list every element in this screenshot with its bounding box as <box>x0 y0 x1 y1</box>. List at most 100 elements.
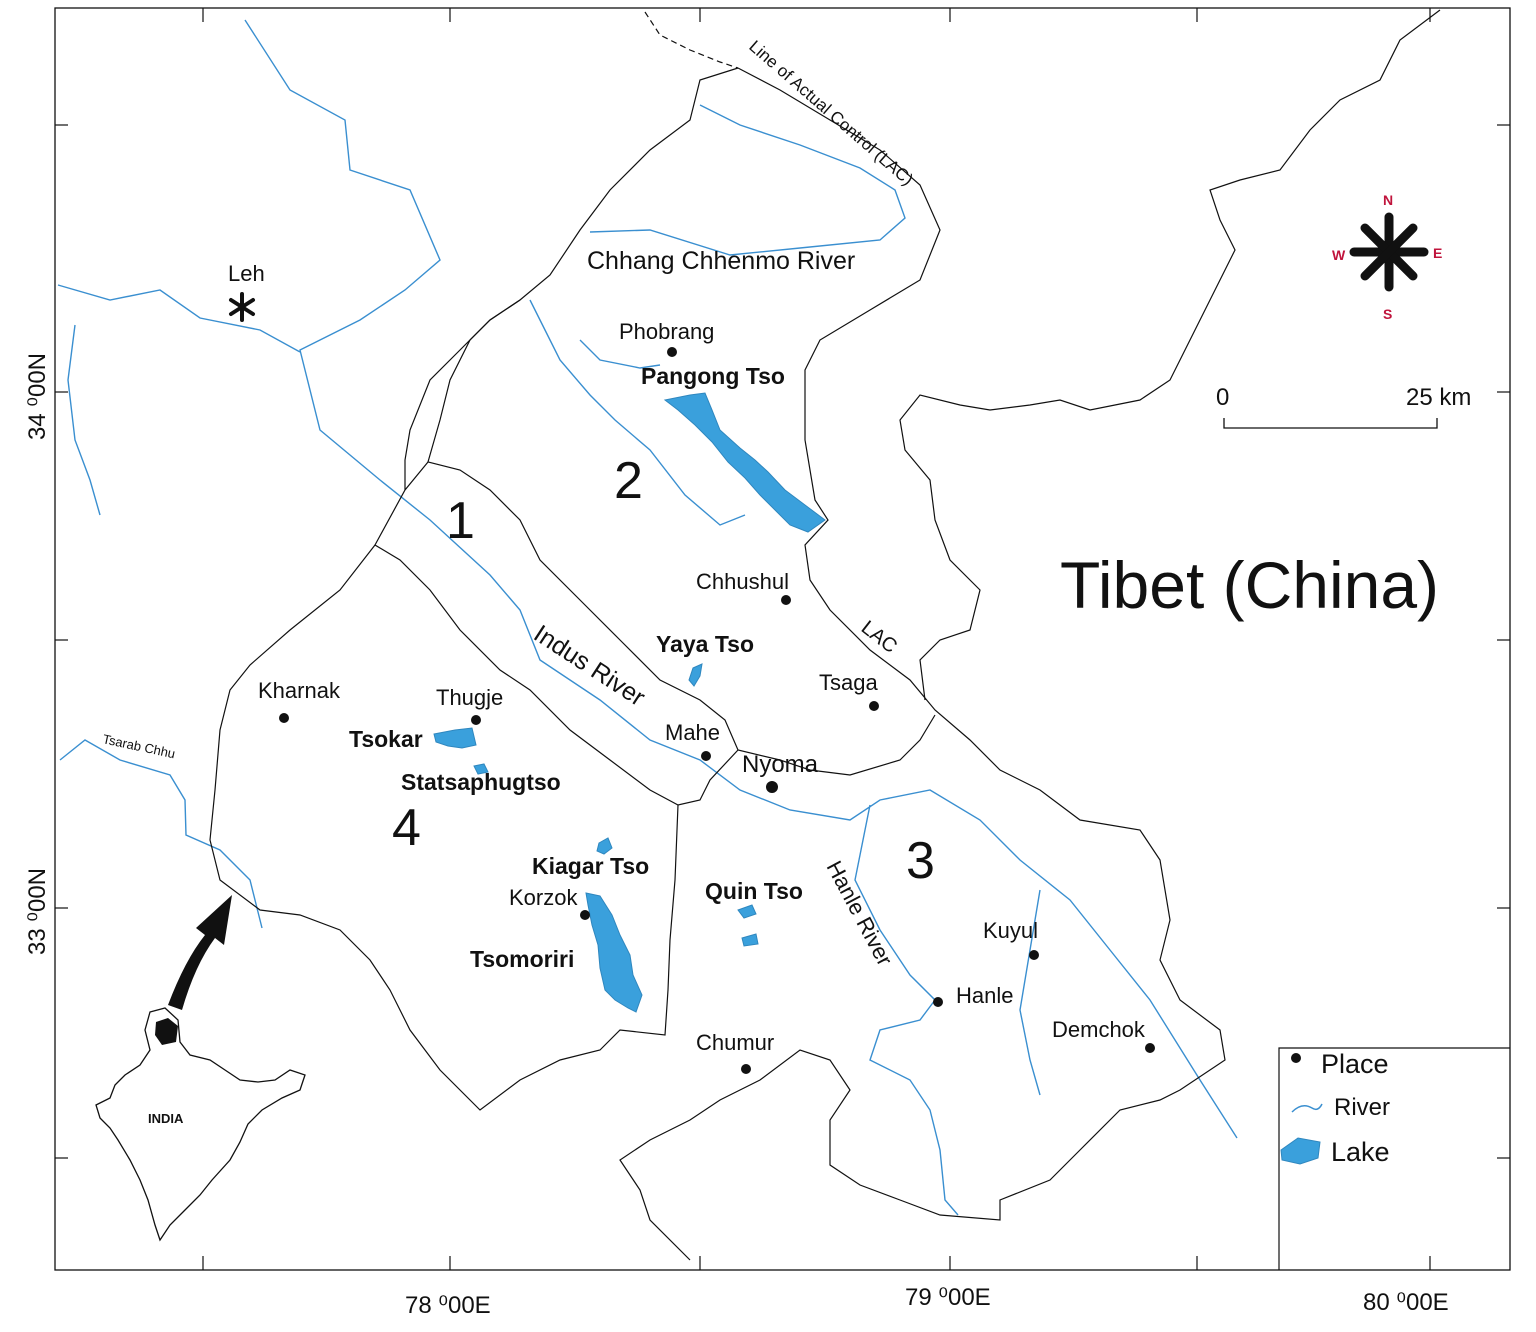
tsokar-shape <box>433 727 477 749</box>
label-kiagar-tso: Kiagar Tso <box>532 853 649 879</box>
label-tsaga: Tsaga <box>819 670 878 695</box>
legend-river-icon <box>1291 1103 1323 1113</box>
leh-tributary-line <box>57 284 301 353</box>
chhushul-marker <box>781 595 791 605</box>
demchok-marker <box>1145 1043 1155 1053</box>
demchok-stream-line <box>1019 889 1041 1096</box>
lon-label-80: 80 ⁰00E <box>1363 1289 1449 1316</box>
label-chhang-chhenmo-river: Chhang Chhenmo River <box>587 247 855 275</box>
label-statsaphugtso: Statsaphugtso <box>401 769 561 795</box>
pangong-north-feeder-line <box>579 339 661 369</box>
lac-line <box>619 67 1226 1261</box>
label-lac-short: LAC <box>857 617 901 658</box>
quin-tso-shape-a <box>737 904 757 919</box>
legend-lake-label: Lake <box>1331 1137 1390 1167</box>
legend: Place River Lake <box>1278 1047 1510 1270</box>
north-arrow-compass-icon: N S E W <box>1332 192 1442 322</box>
boundaries <box>209 9 1441 1261</box>
scale-max: 25 km <box>1406 384 1471 411</box>
lakes <box>433 392 826 1013</box>
region-4-label: 4 <box>392 799 421 857</box>
mahe-marker <box>701 751 711 761</box>
label-pangong-tso: Pangong Tso <box>641 363 785 389</box>
kuyul-marker <box>1029 950 1039 960</box>
label-mahe: Mahe <box>665 720 720 745</box>
label-hanle-river: Hanle River <box>822 857 898 970</box>
scale-zero: 0 <box>1216 384 1229 411</box>
label-kharnak: Kharnak <box>258 678 341 703</box>
pangong-tso-shape <box>663 392 826 533</box>
northeast-boundary <box>899 9 1441 701</box>
label-tsomoriri: Tsomoriri <box>470 946 574 972</box>
inset-pointer-arrow-icon <box>168 895 232 1010</box>
label-korzok: Korzok <box>509 885 578 910</box>
label-kuyul: Kuyul <box>983 918 1038 943</box>
label-tsarab-chhu: Tsarab Chhu <box>101 731 176 761</box>
chhang-chhenmo-river-line <box>589 104 906 256</box>
india-outline <box>95 1007 306 1242</box>
label-demchok: Demchok <box>1052 1017 1146 1042</box>
label-nyoma: Nyoma <box>742 751 819 778</box>
label-thugje: Thugje <box>436 685 503 710</box>
legend-lake-icon <box>1280 1137 1321 1165</box>
label-lac-full: Line of Actual Control (LAC) <box>745 37 916 190</box>
compass-n: N <box>1383 192 1393 208</box>
lat-label-33: 33 ⁰00N <box>24 868 51 955</box>
nyoma-marker <box>766 781 778 793</box>
label-hanle: Hanle <box>956 983 1013 1008</box>
region-1-label: 1 <box>446 492 475 550</box>
indus-river-line <box>244 19 1238 1139</box>
chumur-marker <box>741 1064 751 1074</box>
ladakh-highlight <box>155 1018 178 1045</box>
kiagar-tso-shape <box>596 837 613 855</box>
compass-w: W <box>1332 247 1346 263</box>
quin-tso-shape-b <box>741 933 759 947</box>
legend-place-icon <box>1291 1053 1301 1063</box>
rivers <box>57 19 1238 1216</box>
label-phobrang: Phobrang <box>619 319 714 344</box>
lon-label-78: 78 ⁰00E <box>405 1292 491 1319</box>
label-chhushul: Chhushul <box>696 569 789 594</box>
india-inset-map: INDIA <box>95 895 306 1242</box>
label-indus-river: Indus River <box>529 620 650 712</box>
korzok-marker <box>580 910 590 920</box>
hanle-river-line <box>854 804 959 1216</box>
north-west-boundary <box>404 299 521 490</box>
pangong-feeder-line <box>529 299 746 526</box>
lac-dashed-line <box>644 11 739 69</box>
label-tibet-china: Tibet (China) <box>1060 548 1439 622</box>
map-frame <box>54 7 1511 1271</box>
thugje-marker <box>471 715 481 725</box>
tsaga-marker <box>869 701 879 711</box>
label-quin-tso: Quin Tso <box>705 878 803 904</box>
hanle-marker <box>933 997 943 1007</box>
legend-place-label: Place <box>1321 1049 1389 1079</box>
lat-label-34: 34 ⁰00N <box>24 353 51 440</box>
scale-bar: 0 25 km <box>1216 384 1471 429</box>
place-markers <box>279 347 1155 1074</box>
region-2-boundary <box>427 67 936 776</box>
phobrang-marker <box>667 347 677 357</box>
yaya-tso-shape <box>688 663 703 687</box>
india-inset-label: INDIA <box>148 1111 184 1126</box>
legend-river-label: River <box>1334 1094 1390 1121</box>
compass-s: S <box>1383 306 1392 322</box>
kharnak-marker <box>279 713 289 723</box>
tsarab-chhu-line <box>59 739 263 929</box>
region-2-label: 2 <box>614 452 643 510</box>
compass-e: E <box>1433 245 1442 261</box>
region-3-label: 3 <box>906 832 935 890</box>
lon-label-79: 79 ⁰00E <box>905 1284 991 1311</box>
label-chumur: Chumur <box>696 1030 774 1055</box>
region-4-boundary <box>209 544 679 1111</box>
label-leh: Leh <box>228 261 265 286</box>
label-tsokar: Tsokar <box>349 726 423 752</box>
label-yaya-tso: Yaya Tso <box>656 631 754 657</box>
graticule-ticks <box>55 8 1510 1270</box>
tsomoriri-shape <box>585 892 643 1013</box>
region-1-boundary <box>374 461 739 806</box>
leh-asterisk-icon <box>229 292 255 322</box>
west-tributary-line <box>67 324 101 516</box>
statsaphugtso-shape <box>473 763 489 775</box>
